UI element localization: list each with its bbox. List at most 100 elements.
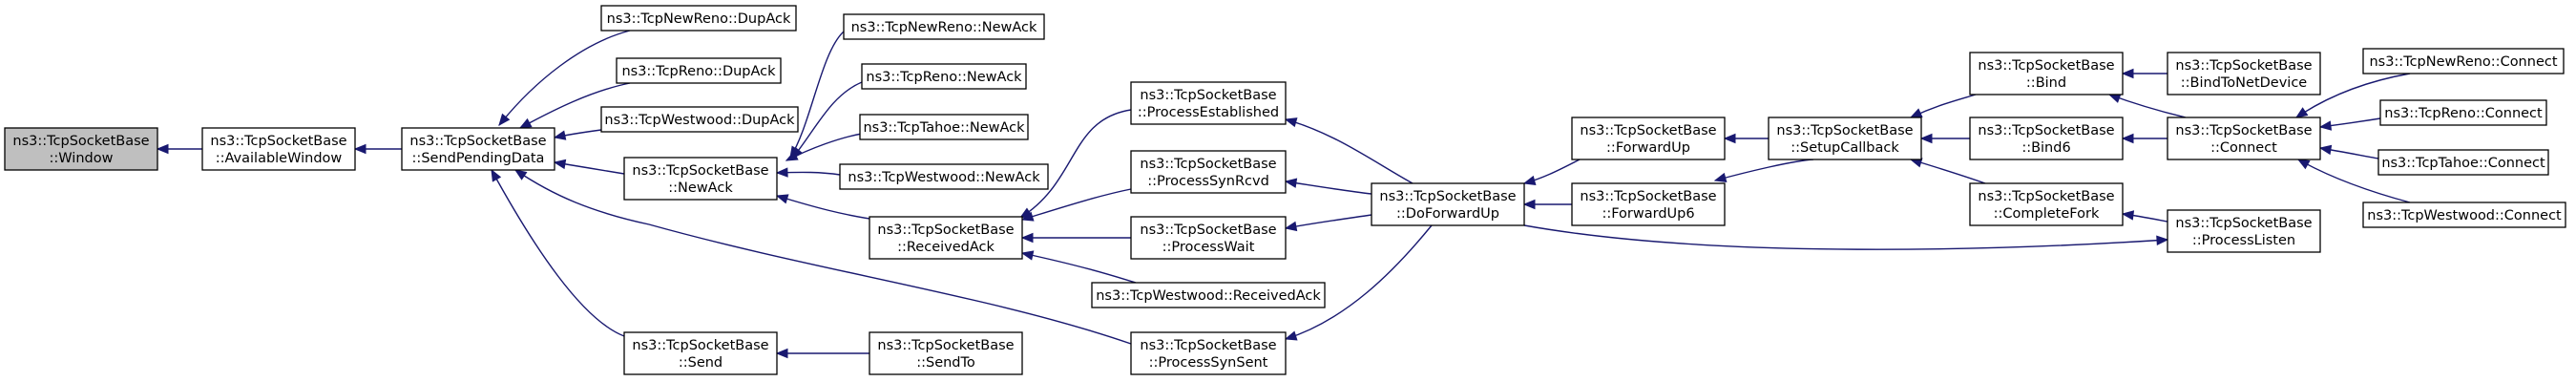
node-label: ns3::TcpSocketBase bbox=[877, 338, 1014, 353]
node-box bbox=[843, 13, 1045, 40]
node-connect[interactable]: ns3::TcpSocketBase::Connect bbox=[2167, 117, 2321, 160]
node-window[interactable]: ns3::TcpSocketBase::Window bbox=[4, 127, 158, 171]
node-process_syn_rcvd[interactable]: ns3::TcpSocketBase::ProcessSynRcvd bbox=[1130, 150, 1287, 194]
node-box bbox=[869, 331, 1023, 375]
arrowhead-icon bbox=[1020, 250, 1035, 261]
edge-line bbox=[785, 133, 863, 161]
node-send[interactable]: ns3::TcpSocketBase::Send bbox=[623, 331, 778, 375]
node-label: ns3::TcpSocketBase bbox=[2175, 123, 2312, 138]
arrowhead-icon bbox=[1723, 133, 1736, 144]
node-process_established[interactable]: ns3::TcpSocketBase::ProcessEstablished bbox=[1130, 81, 1287, 125]
node-process_syn_sent[interactable]: ns3::TcpSocketBase::ProcessSynSent bbox=[1130, 331, 1287, 375]
edge-reno_newack-to-newack bbox=[791, 81, 863, 160]
node-box bbox=[1091, 282, 1326, 308]
node-label: ::ForwardUp6 bbox=[1602, 206, 1694, 222]
node-available_window[interactable]: ns3::TcpSocketBase::AvailableWindow bbox=[201, 127, 356, 171]
arrowhead-icon bbox=[553, 130, 567, 140]
node-box bbox=[1768, 117, 1922, 160]
node-layer: ns3::TcpSocketBase::Windowns3::TcpSocket… bbox=[4, 5, 2566, 375]
edge-send_to-to-send bbox=[775, 348, 869, 359]
node-label: ns3::TcpSocketBase bbox=[12, 134, 149, 149]
node-label: ns3::TcpNewReno::DupAck bbox=[607, 11, 791, 27]
node-process_wait[interactable]: ns3::TcpSocketBase::ProcessWait bbox=[1130, 216, 1287, 260]
edge-received_ack-to-newack bbox=[775, 194, 884, 222]
edge-process_syn_sent-to-send_pending_data bbox=[513, 169, 1132, 345]
node-label: ns3::TcpSocketBase bbox=[1140, 338, 1276, 353]
node-box bbox=[1130, 331, 1287, 375]
node-label: ns3::TcpSocketBase bbox=[1978, 123, 2114, 138]
edge-do_forward_up-to-process_syn_sent bbox=[1284, 224, 1433, 341]
node-received_ack[interactable]: ns3::TcpSocketBase::ReceivedAck bbox=[869, 216, 1023, 260]
edge-line bbox=[789, 31, 845, 159]
node-box bbox=[1130, 150, 1287, 194]
node-box bbox=[2362, 202, 2566, 228]
edge-connect-to-bind bbox=[2107, 94, 2187, 118]
node-newreno_newack[interactable]: ns3::TcpNewReno::NewAck bbox=[843, 13, 1045, 40]
edge-setup_callback-to-forward_up6 bbox=[1713, 159, 1814, 183]
edge-line bbox=[1021, 188, 1132, 221]
node-box bbox=[861, 63, 1027, 90]
node-westwood_received_ack[interactable]: ns3::TcpWestwood::ReceivedAck bbox=[1091, 282, 1326, 308]
arrowhead-icon bbox=[513, 169, 528, 180]
node-label: ns3::TcpNewReno::Connect bbox=[2369, 54, 2557, 70]
node-westwood_connect[interactable]: ns3::TcpWestwood::Connect bbox=[2362, 202, 2566, 228]
edge-bind-to-setup_callback bbox=[1909, 94, 1977, 118]
node-setup_callback[interactable]: ns3::TcpSocketBase::SetupCallback bbox=[1768, 117, 1922, 160]
node-reno_newack[interactable]: ns3::TcpReno::NewAck bbox=[861, 63, 1027, 90]
node-complete_fork[interactable]: ns3::TcpSocketBase::CompleteFork bbox=[1969, 182, 2124, 226]
edge-line bbox=[1285, 180, 1372, 195]
node-reno_connect[interactable]: ns3::TcpReno::Connect bbox=[2379, 99, 2547, 126]
arrowhead-icon bbox=[1284, 221, 1298, 232]
node-label: ::ProcessListen bbox=[2192, 233, 2295, 248]
node-label: ::Connect bbox=[2210, 140, 2277, 156]
node-box bbox=[1571, 117, 1726, 160]
node-send_to[interactable]: ns3::TcpSocketBase::SendTo bbox=[869, 331, 1023, 375]
arrowhead-icon bbox=[518, 117, 533, 129]
arrowhead-icon bbox=[785, 151, 799, 161]
node-label: ::AvailableWindow bbox=[216, 151, 343, 166]
node-box bbox=[401, 127, 555, 171]
node-forward_up6[interactable]: ns3::TcpSocketBase::ForwardUp6 bbox=[1571, 182, 1726, 226]
node-tahoe_newack[interactable]: ns3::TcpTahoe::NewAck bbox=[859, 114, 1029, 140]
edge-line bbox=[491, 169, 625, 337]
arrowhead-icon bbox=[491, 168, 502, 182]
node-bind_to_net_device[interactable]: ns3::TcpSocketBase::BindToNetDevice bbox=[2167, 52, 2321, 96]
node-bind6[interactable]: ns3::TcpSocketBase::Bind6 bbox=[1969, 117, 2124, 160]
arrowhead-icon bbox=[2156, 235, 2169, 245]
edge-line bbox=[1910, 159, 1986, 184]
node-newreno_dupack[interactable]: ns3::TcpNewReno::DupAck bbox=[600, 5, 797, 32]
node-westwood_newack[interactable]: ns3::TcpWestwood::NewAck bbox=[839, 163, 1049, 190]
arrowhead-icon bbox=[553, 159, 567, 170]
node-box bbox=[1130, 216, 1287, 260]
node-reno_dupack[interactable]: ns3::TcpReno::DupAck bbox=[616, 57, 782, 84]
node-send_pending_data[interactable]: ns3::TcpSocketBase::SendPendingData bbox=[401, 127, 555, 171]
node-newreno_connect[interactable]: ns3::TcpNewReno::Connect bbox=[2362, 48, 2565, 74]
node-do_forward_up[interactable]: ns3::TcpSocketBase::DoForwardUp bbox=[1371, 182, 1525, 226]
node-box bbox=[1969, 182, 2124, 226]
edge-do_forward_up-to-process_wait bbox=[1284, 214, 1372, 232]
node-tahoe_connect[interactable]: ns3::TcpTahoe::Connect bbox=[2377, 149, 2549, 176]
node-newack[interactable]: ns3::TcpSocketBase::NewAck bbox=[623, 157, 778, 201]
edge-westwood_received_ack-to-received_ack bbox=[1020, 250, 1137, 284]
node-label: ns3::TcpSocketBase bbox=[1978, 189, 2114, 204]
node-label: ns3::TcpSocketBase bbox=[632, 338, 768, 353]
node-label: ::SendTo bbox=[916, 355, 975, 371]
arrowhead-icon bbox=[1284, 117, 1298, 128]
node-box bbox=[2167, 209, 2321, 253]
node-box bbox=[4, 127, 158, 171]
edge-available_window-to-window bbox=[156, 143, 202, 155]
arrowhead-icon bbox=[1919, 133, 1933, 144]
node-forward_up[interactable]: ns3::TcpSocketBase::ForwardUp bbox=[1571, 117, 1726, 160]
edge-bind6-to-setup_callback bbox=[1919, 133, 1970, 144]
node-bind[interactable]: ns3::TcpSocketBase::Bind bbox=[1969, 52, 2124, 96]
arrowhead-icon bbox=[2121, 133, 2134, 144]
edge-line bbox=[1285, 214, 1372, 229]
node-label: ::Bind6 bbox=[2021, 140, 2070, 156]
arrowhead-icon bbox=[2121, 68, 2134, 79]
arrowhead-icon bbox=[775, 194, 789, 204]
arrowhead-icon bbox=[2107, 94, 2122, 103]
node-box bbox=[1371, 182, 1525, 226]
node-process_listen[interactable]: ns3::TcpSocketBase::ProcessListen bbox=[2167, 209, 2321, 253]
edge-westwood_dupack-to-send_pending_data bbox=[553, 129, 602, 140]
node-westwood_dupack[interactable]: ns3::TcpWestwood::DupAck bbox=[600, 106, 799, 133]
